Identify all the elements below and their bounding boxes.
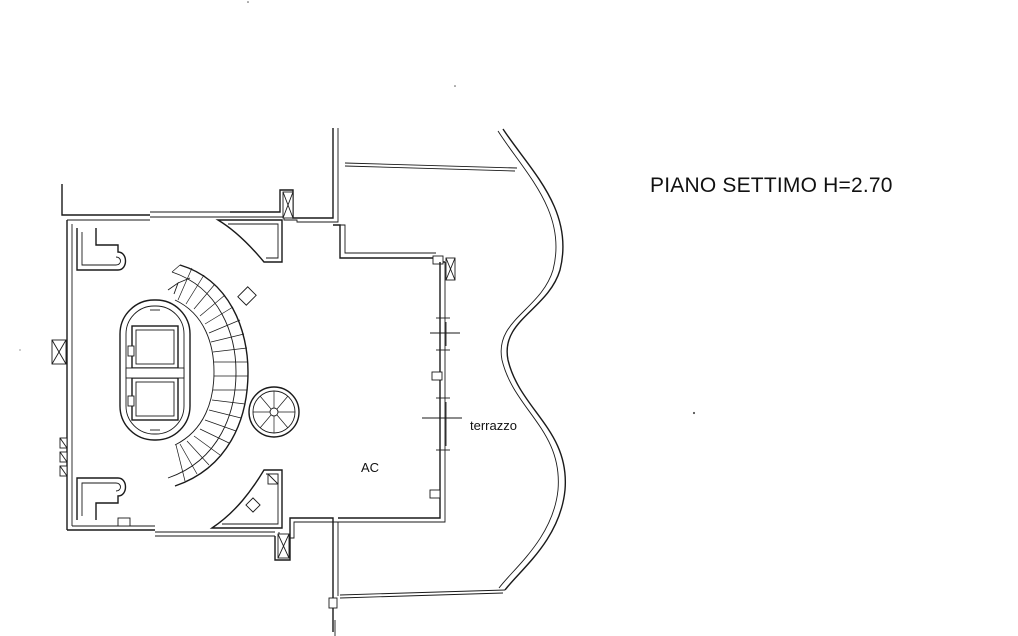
terrace-outline bbox=[339, 128, 566, 599]
closets bbox=[76, 228, 131, 527]
stair-core bbox=[167, 219, 283, 529]
stray-mark bbox=[247, 1, 249, 3]
stray-mark bbox=[19, 349, 21, 351]
room-label-terrace: terrazzo bbox=[470, 418, 517, 433]
exterior-walls bbox=[51, 128, 339, 636]
sheet-title: PIANO SETTIMO H=2.70 bbox=[650, 174, 893, 197]
elevator-core bbox=[119, 299, 191, 441]
stray-mark bbox=[692, 411, 696, 415]
room-label-ac: AC bbox=[361, 460, 380, 475]
stray-mark bbox=[454, 85, 456, 87]
ac-room-walls bbox=[333, 224, 462, 523]
spiral-stair bbox=[248, 386, 300, 438]
